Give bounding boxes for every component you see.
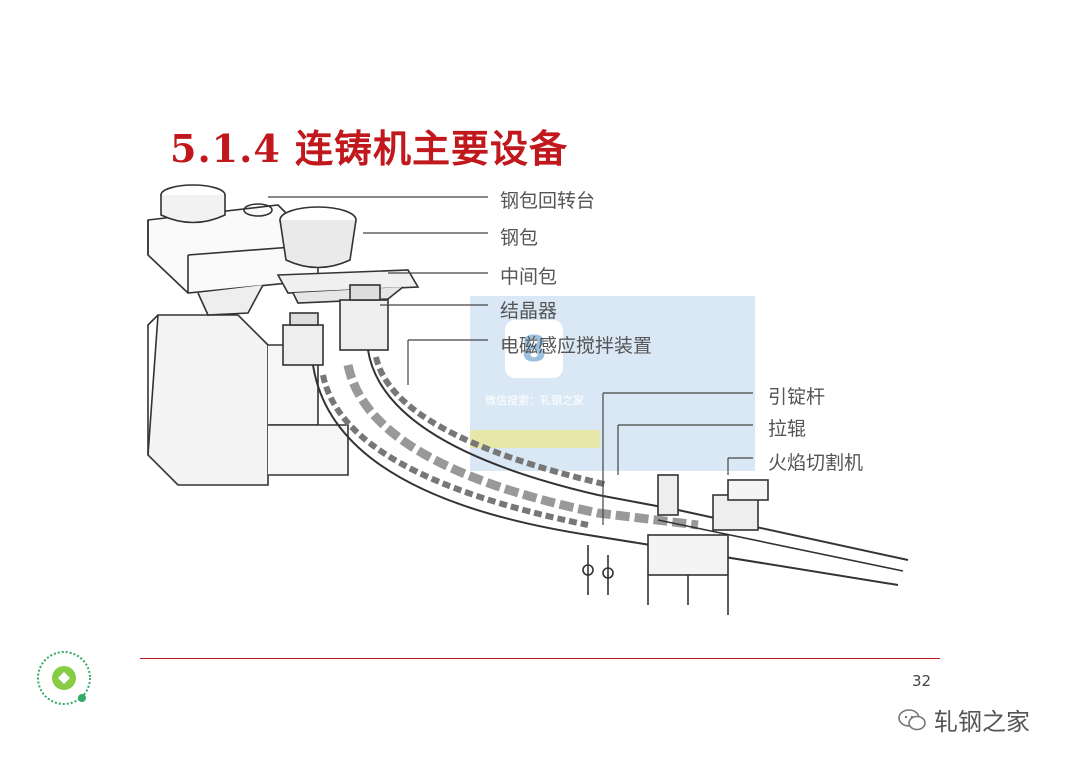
label-ems: 电磁感应搅拌装置 <box>500 335 653 357</box>
label-mold: 结晶器 <box>500 300 558 322</box>
watermark-logo-icon: 8 <box>505 320 563 378</box>
footer-rule <box>140 658 940 659</box>
page-number: 32 <box>912 672 932 690</box>
brand-name: 轧钢之家 <box>934 708 1030 736</box>
qr-code-icon <box>37 651 91 705</box>
brand: 轧钢之家 <box>898 702 1030 737</box>
wechat-icon <box>898 708 926 730</box>
label-dummy-bar: 引锭杆 <box>768 386 826 408</box>
continuous-caster-diagram <box>147 184 909 615</box>
watermark-text: 微信搜索：轧钢之家 <box>485 394 584 407</box>
watermark-strip <box>470 430 600 448</box>
label-withdrawal-roll: 拉辊 <box>768 418 807 440</box>
label-flame-cutter: 火焰切割机 <box>768 452 864 474</box>
label-tundish: 中间包 <box>500 266 558 288</box>
label-ladle-turret: 钢包回转台 <box>500 190 596 212</box>
label-ladle: 钢包 <box>500 227 539 249</box>
slide-title: 5.1.4 连铸机主要设备 <box>170 126 569 171</box>
